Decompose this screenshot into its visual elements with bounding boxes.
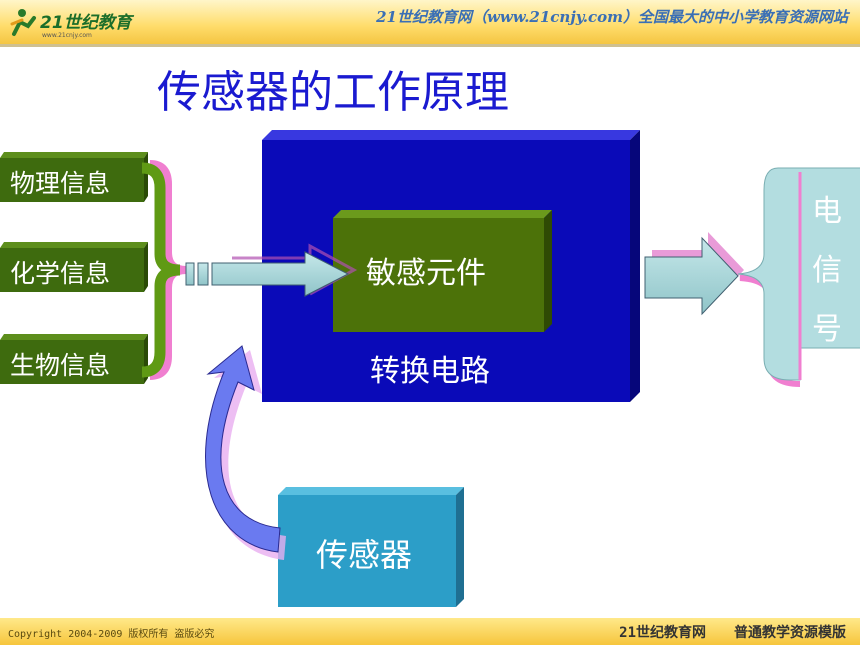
output-char-3: 号	[812, 312, 842, 347]
header-slogan: 21世纪教育网（www.21cnjy.com）全国最大的中小学教育资源网站	[376, 8, 848, 26]
slide-title: 传感器的工作原理	[157, 67, 509, 118]
sensitive-element-block	[333, 210, 552, 332]
curved-arrow	[205, 345, 286, 560]
output-arrow	[644, 232, 744, 316]
header-bar	[0, 0, 860, 44]
input-label-physical: 物理信息	[10, 169, 111, 198]
biological-info-box	[0, 334, 148, 384]
sensor-block	[278, 487, 464, 607]
footer-branding: 21世纪教育网 普通教学资源模版	[619, 622, 846, 642]
electric-signal-box	[737, 167, 860, 387]
runner-icon	[10, 9, 36, 36]
logo-url: www.21cnjy.com	[42, 32, 92, 39]
input-arrow	[185, 243, 358, 297]
input-label-chemical: 化学信息	[10, 259, 111, 288]
footer-copyright: Copyright 2004-2009 版权所有 盗版必究	[8, 629, 215, 640]
output-char-2: 信	[812, 253, 842, 288]
input-label-biological: 生物信息	[10, 351, 111, 380]
header-divider	[0, 44, 860, 47]
footer-bar	[0, 618, 860, 645]
sensitive-element-label: 敏感元件	[366, 256, 486, 291]
logo-text: 21世纪教育	[40, 13, 135, 33]
footer-site-name: 21世纪教育网	[619, 625, 706, 641]
footer-template-name: 普通教学资源模版	[734, 625, 846, 641]
site-logo: 21世纪教育 www.21cnjy.com	[10, 9, 135, 39]
conversion-circuit-label: 转换电路	[370, 354, 490, 389]
chemical-info-box	[0, 242, 148, 292]
sensor-label: 传感器	[316, 536, 413, 574]
input-brace	[141, 160, 187, 380]
output-char-1: 电	[812, 194, 842, 229]
